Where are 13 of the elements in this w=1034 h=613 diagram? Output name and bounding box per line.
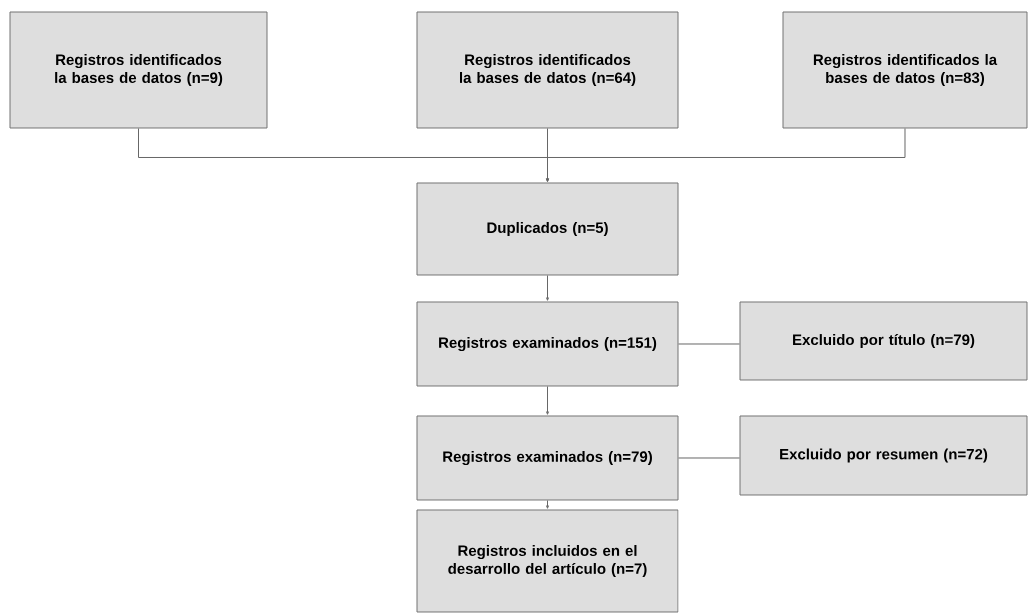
process-box: Registros incluidos en el desarrollo del artículo (n=7): [416, 509, 679, 613]
arrow: [546, 500, 549, 509]
process-box: Duplicados (n=5): [416, 182, 679, 276]
arrow: [546, 128, 906, 182]
process-box: Registros examinados (n=151): [416, 301, 679, 387]
process-box: Registros identificados la bases de datos (n=64): [416, 11, 679, 129]
process-box: Excluido por resumen (n=72): [739, 415, 1028, 496]
arrow: [546, 386, 549, 415]
process-box: Registros identificados la bases de datos (n=9): [9, 11, 268, 129]
arrow: [546, 275, 549, 301]
process-box: Registros identificados la bases de datos (n=83): [782, 11, 1028, 129]
process-box: Registros examinados (n=79): [416, 415, 679, 501]
process-box: Excluido por título (n=79): [739, 301, 1028, 381]
